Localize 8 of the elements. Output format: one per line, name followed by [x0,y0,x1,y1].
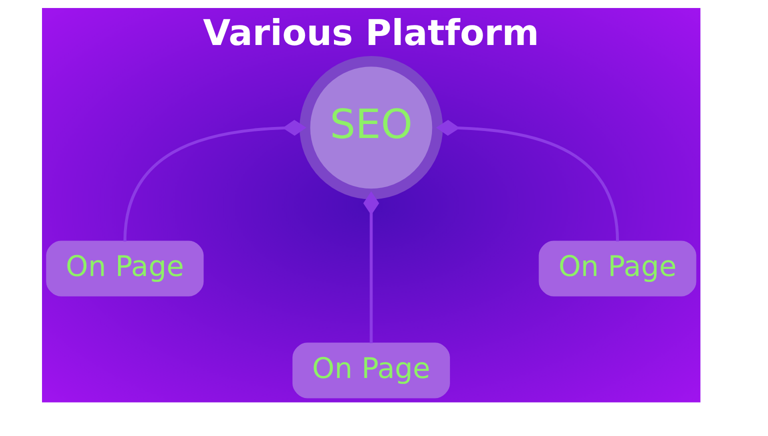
node-box: On Page [46,240,204,296]
node-box: On Page [292,342,450,398]
connector [436,120,619,242]
node-circle: SEO [300,56,443,200]
connector [123,120,306,242]
diagram-title: Various Platform [203,12,539,54]
connector [363,191,380,344]
node-box: On Page [538,240,696,296]
